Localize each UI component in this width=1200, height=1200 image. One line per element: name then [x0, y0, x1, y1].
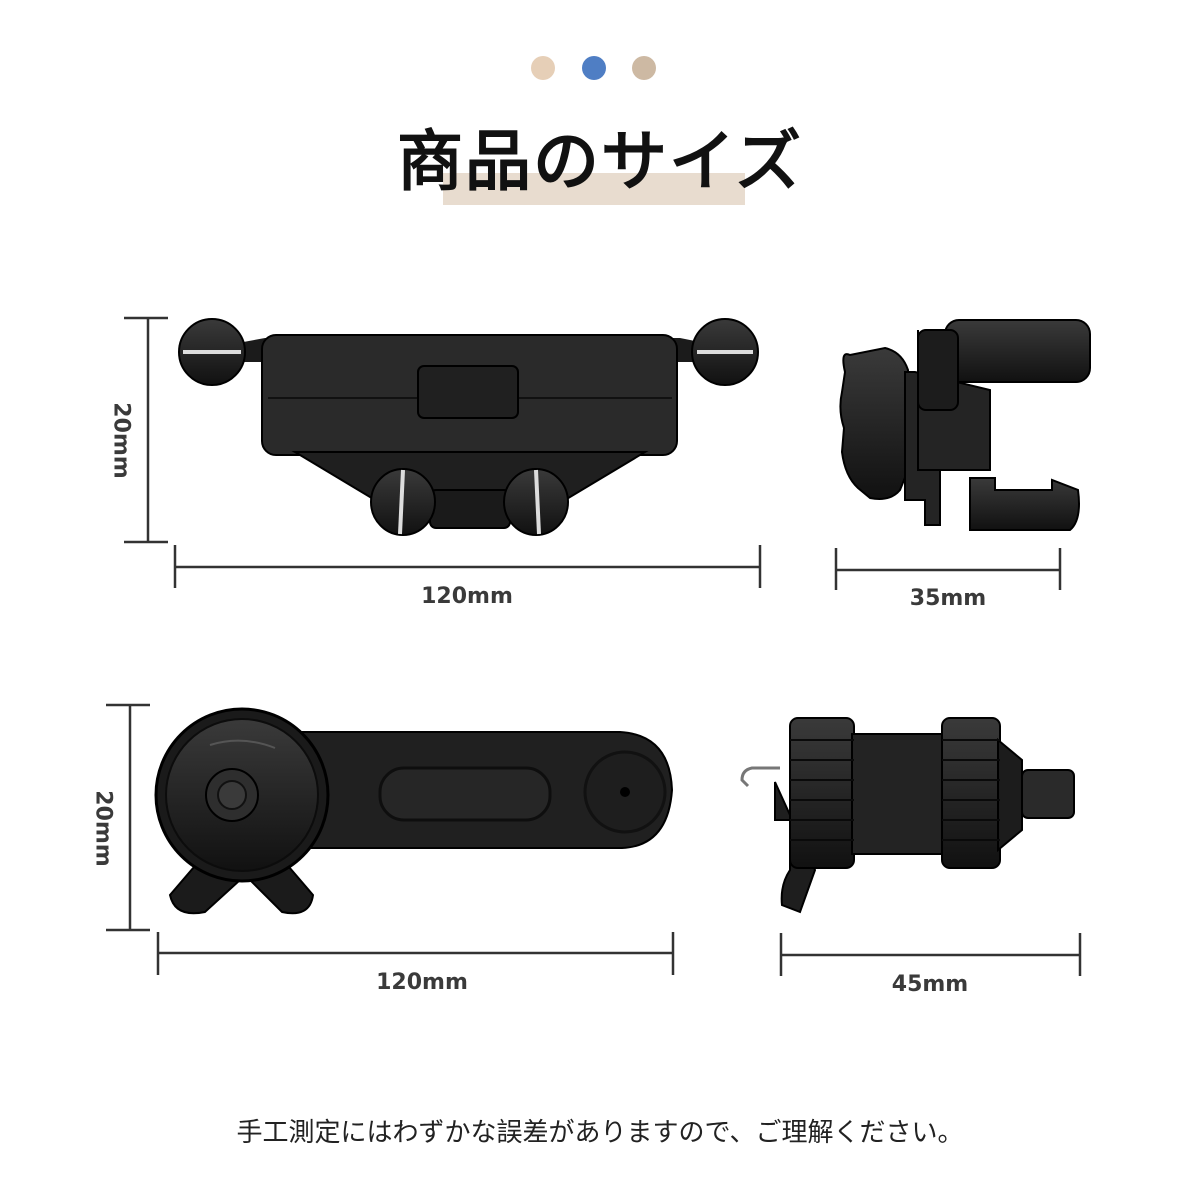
dot-tan	[632, 56, 656, 80]
end-view-ridges	[790, 739, 1000, 841]
front-width-label: 120mm	[421, 584, 513, 609]
front-dimension-lines	[124, 316, 762, 588]
top-width-label: 120mm	[376, 970, 468, 995]
side-width-label: 35mm	[909, 586, 987, 611]
color-dots	[0, 56, 1200, 86]
top-height-label: 20mm	[90, 790, 116, 867]
page-title: 商品のサイズ	[396, 123, 804, 200]
end-dimension-lines	[779, 933, 1082, 976]
measurement-note: 手工測定にはわずかな誤差がありますので、ご理解ください。	[236, 1118, 964, 1148]
top-dimension-lines	[106, 703, 675, 975]
dot-beige	[531, 56, 555, 80]
end-view	[740, 717, 1075, 914]
title-underline	[443, 173, 745, 205]
top-view	[154, 707, 674, 915]
front-view	[178, 318, 759, 536]
side-dimension-lines	[834, 548, 1062, 590]
side-view	[839, 319, 1091, 531]
front-height-label: 20mm	[108, 402, 134, 479]
dot-blue	[582, 56, 606, 80]
end-width-label: 45mm	[891, 972, 969, 997]
